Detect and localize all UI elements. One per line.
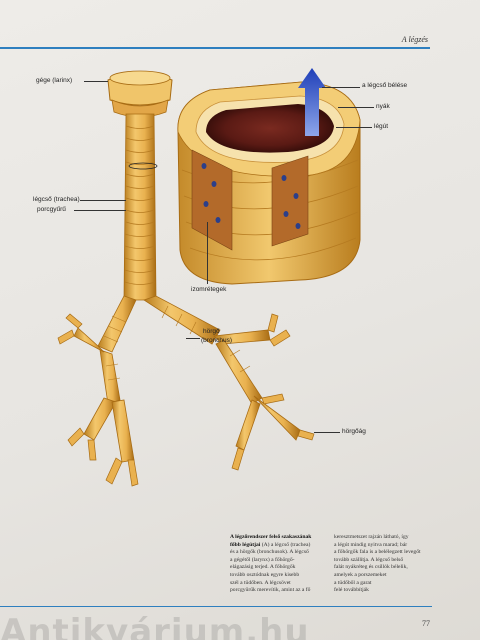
caption-line: tovább szállítja. A légcső belső: [334, 556, 404, 563]
label-muscle-layers: izomrétegek: [191, 286, 227, 293]
caption-line: A légzőrendszer felső szakaszának: [230, 534, 312, 540]
watermark: Antikvárium.hu: [0, 612, 310, 640]
caption-column-1: A légzőrendszer felső szakaszának főbb l…: [230, 534, 330, 595]
larynx-shape: [107, 70, 173, 118]
label-bronchus-latin: (bronchus): [201, 337, 233, 344]
caption-line: falát nyákréteg és csillók bélelik,: [334, 564, 408, 571]
caption-column-2: keresztmetszet rajzán látható, így a lég…: [334, 534, 434, 595]
caption-line: szél a tüdőben. A légcsövet: [230, 579, 291, 586]
caption-line: keresztmetszet rajzán látható, így: [334, 534, 409, 540]
label-trachea: légcső (trachea): [33, 196, 80, 203]
bronchi: [73, 295, 301, 463]
caption-line: amelyek a porszemeket: [334, 571, 387, 578]
leader-trachea: [80, 200, 126, 201]
caption-line: a légút mindig nyitva marad; bár: [334, 541, 408, 548]
leader-larynx: [84, 81, 108, 82]
label-bronchus: hörgő: [203, 328, 220, 335]
leader-muscle-layers: [207, 222, 208, 284]
airflow-arrow: [298, 68, 326, 136]
running-head: A légzés: [401, 35, 428, 44]
trachea-rings: [124, 125, 156, 285]
bronchi-rings: [103, 305, 251, 381]
caption-line: a tüdőből a garat: [334, 579, 372, 586]
cut-marker: [128, 162, 158, 170]
caption-line: főbb légútjai (A) a légcső (trachea): [230, 541, 311, 548]
caption-line: felé továbbítják: [334, 587, 369, 594]
label-airway: légút: [374, 123, 389, 130]
caption-line: a gégétől (larynx) a főhörgő-: [230, 556, 295, 563]
caption-line: porcgyűrűk merevítik, amint az a fő: [230, 587, 311, 594]
label-bronchioles: hörgőág: [342, 428, 366, 435]
leader-bronchioles: [314, 432, 340, 433]
footer-rule: [0, 606, 432, 607]
trachea-cross-section: [177, 81, 361, 285]
page-number: 77: [422, 619, 430, 628]
leader-bronchus: [186, 338, 200, 339]
leader-airway: [336, 127, 372, 128]
leader-cartilage-ring: [74, 210, 126, 211]
label-cilia: a légcső bélése: [362, 82, 408, 89]
caption-line: elágazásig terjed. A főhörgők: [230, 564, 296, 571]
caption-line: tovább osztódnak egyre kisebb: [230, 571, 300, 578]
caption-line: a főhörgők fala is a belélegzett levegőt: [334, 549, 421, 556]
leader-cilia: [322, 87, 360, 88]
header-rule: [0, 47, 430, 49]
label-larynx: gége (larinx): [36, 77, 73, 84]
label-cartilage-ring: porcgyűrű: [37, 206, 66, 213]
leader-mucus: [338, 107, 374, 108]
label-mucus: nyák: [376, 103, 390, 110]
caption-line: és a hörgők (bronchusok). A légcső: [230, 549, 309, 556]
bronchiole-tips: [57, 313, 315, 487]
